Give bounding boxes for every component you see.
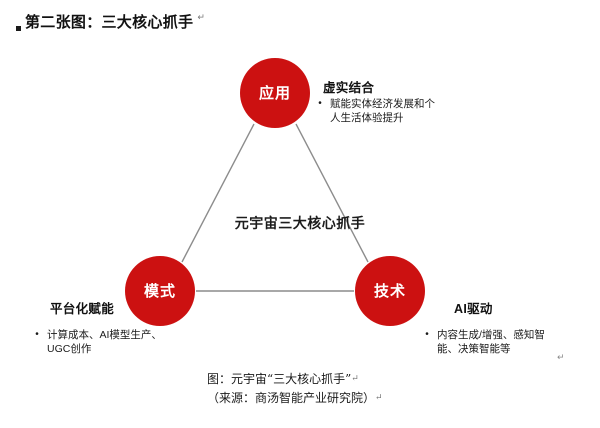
callout-text-technology: 内容生成/增强、感知智 能、决策智能等 — [437, 329, 545, 355]
node-mode[interactable]: 模式 — [125, 256, 195, 326]
callout-title-mode: 平台化赋能 — [50, 302, 115, 316]
pilcrow-mark: ↵ — [197, 12, 205, 22]
callout-title-technology: AI驱动 — [454, 302, 493, 316]
node-application[interactable]: 应用 — [240, 58, 310, 128]
callout-text-application: 赋能实体经济发展和个 人生活体验提升 — [330, 98, 435, 124]
figure-caption: 图：元宇宙“三大核心抓手”↵ （来源：商汤智能产业研究院）↵ — [207, 370, 383, 408]
bullet-icon: • — [35, 329, 39, 340]
callout-title-application: 虚实结合 — [323, 81, 375, 95]
figure-caption-text-2: （来源：商汤智能产业研究院） — [207, 391, 376, 405]
bullet-icon: • — [318, 98, 322, 109]
node-technology-label: 技术 — [373, 282, 406, 300]
figure-caption-line-2: （来源：商汤智能产业研究院）↵ — [207, 389, 383, 408]
figure-caption-line-1: 图：元宇宙“三大核心抓手”↵ — [207, 370, 383, 389]
bullet-icon: • — [425, 329, 429, 340]
callout-body-mode: • 计算成本、AI模型生产、 UGC创作 — [34, 328, 209, 356]
pilcrow-mark: ↵ — [375, 393, 383, 403]
callout-body-application: • 赋能实体经济发展和个 人生活体验提升 — [317, 97, 487, 125]
node-application-label: 应用 — [258, 84, 291, 102]
page-title: 第二张图：三大核心抓手 ↵ — [16, 12, 205, 32]
node-mode-label: 模式 — [143, 282, 176, 300]
figure-caption-text-1: 图：元宇宙“三大核心抓手” — [207, 372, 352, 386]
pilcrow-mark: ↵ — [351, 374, 359, 384]
diagram-center-label: 元宇宙三大核心抓手 — [234, 215, 366, 231]
pilcrow-mark: ↵ — [557, 352, 565, 362]
node-technology[interactable]: 技术 — [355, 256, 425, 326]
callout-body-technology: • 内容生成/增强、感知智 能、决策智能等 — [424, 328, 599, 356]
callout-text-mode: 计算成本、AI模型生产、 UGC创作 — [47, 329, 162, 355]
page-title-text: 第二张图：三大核心抓手 — [25, 13, 194, 31]
square-bullet-icon — [16, 26, 21, 31]
